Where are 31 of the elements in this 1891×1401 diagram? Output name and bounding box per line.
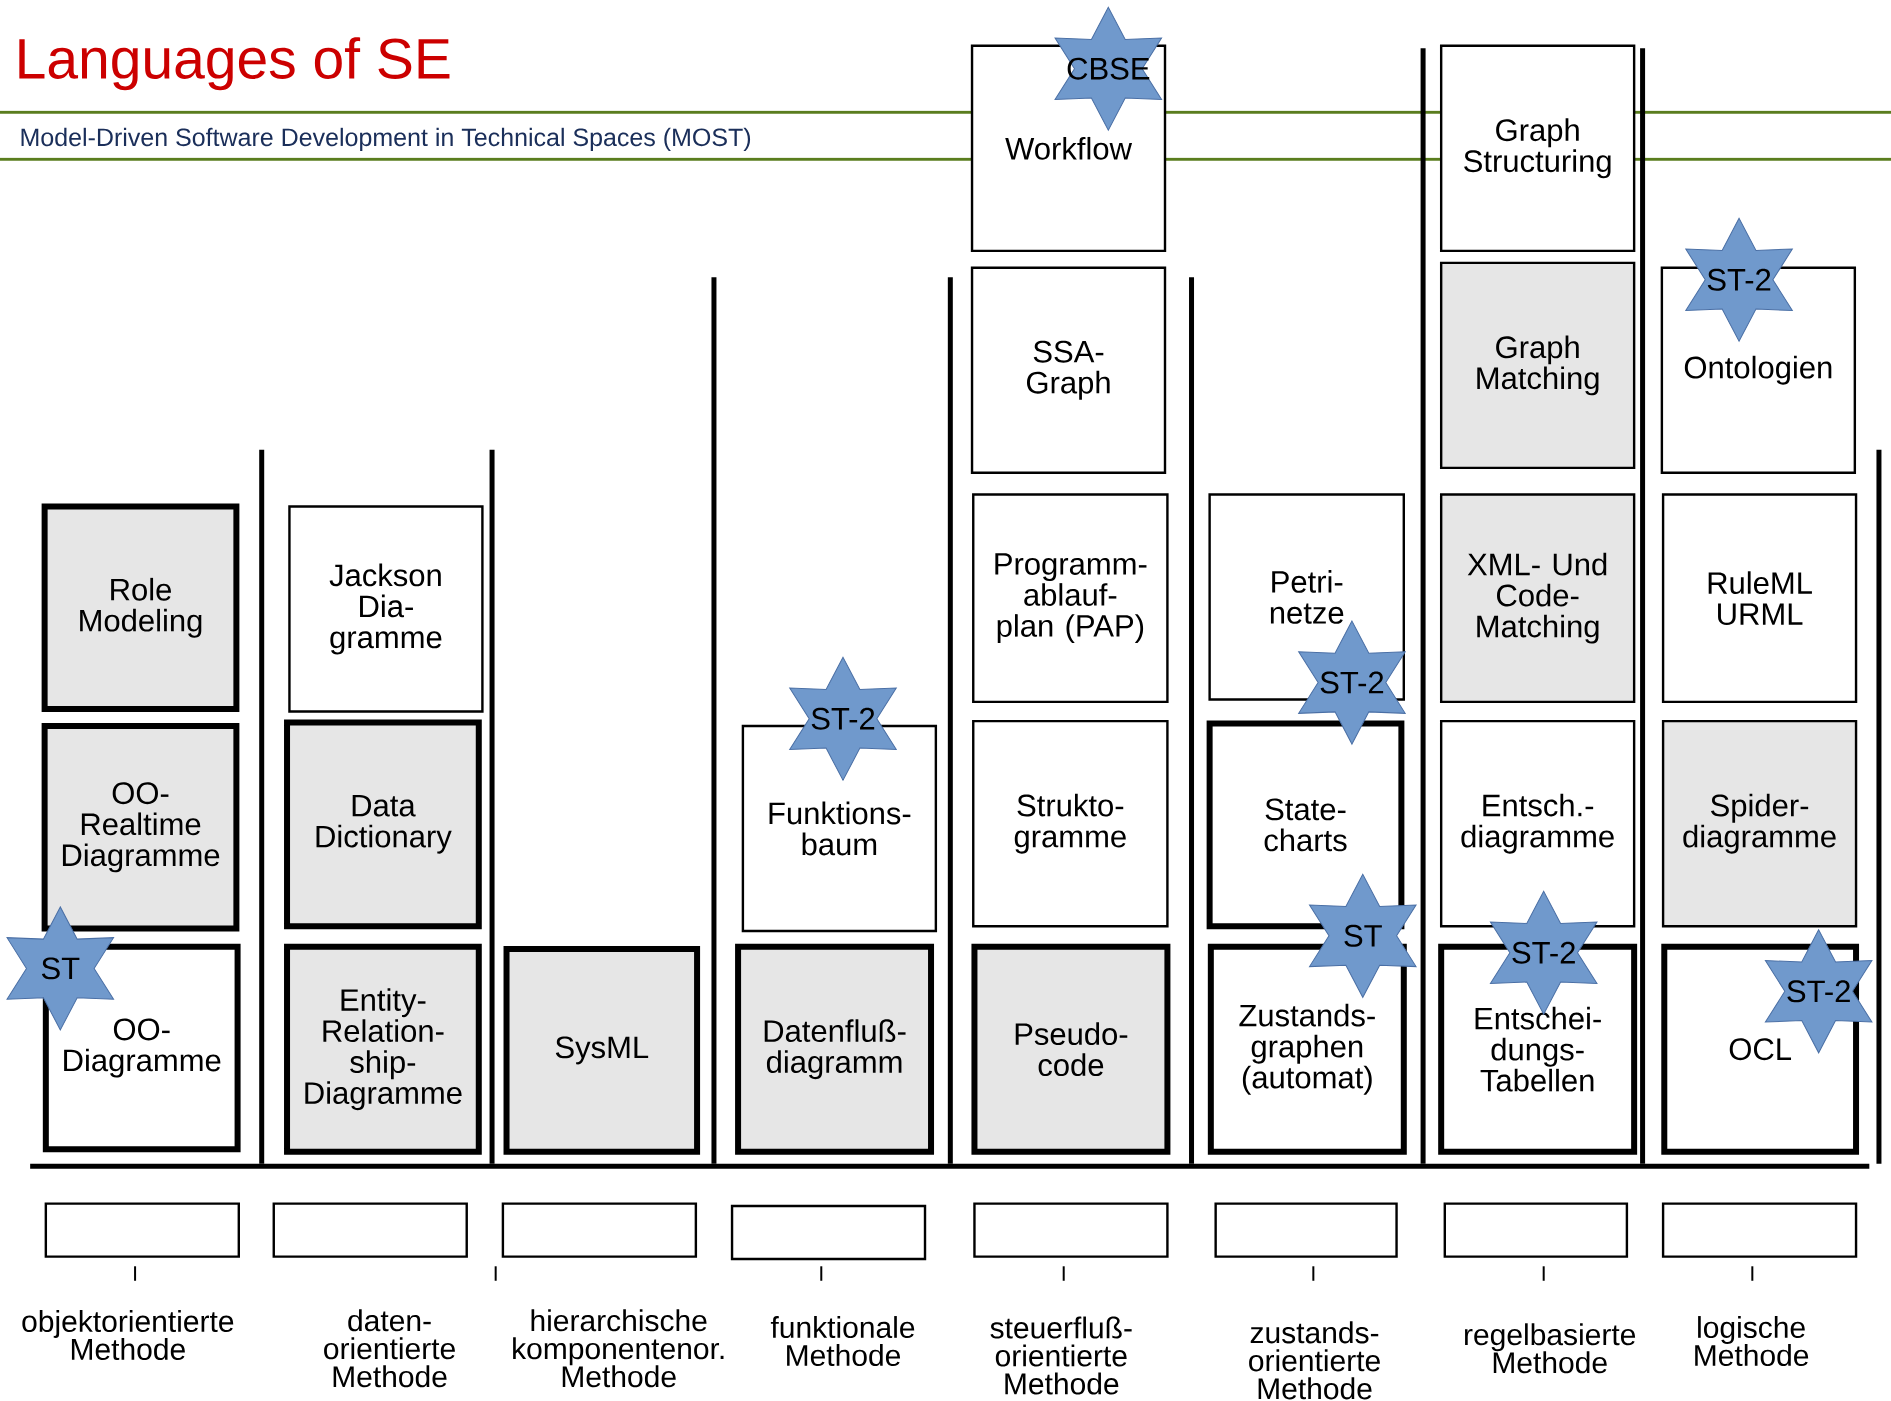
diagram-box: XML- Und Code- Matching bbox=[1439, 493, 1636, 704]
diagram-box: Entity- Relation- ship- Diagramme bbox=[284, 943, 482, 1155]
star-badge: ST-2 bbox=[789, 656, 897, 781]
diagram-box: OO- Realtime Diagramme bbox=[41, 723, 240, 932]
diagram-box: Entsch.- diagramme bbox=[1439, 719, 1636, 928]
diagram-box: Data Dictionary bbox=[284, 719, 482, 930]
diagram-box: Datenfluß- diagramm bbox=[735, 943, 935, 1155]
diagram-box: Programm- ablauf- plan (PAP) bbox=[972, 493, 1169, 704]
method-label: hierarchische komponentenor. Methode bbox=[513, 1309, 724, 1388]
diagram-box: Strukto- gramme bbox=[972, 719, 1169, 928]
diagram-box: SysML bbox=[503, 946, 701, 1155]
method-label: logische Methode bbox=[1695, 1316, 1809, 1367]
star-badge: ST bbox=[6, 906, 115, 1031]
diagram-box: Jackson Dia- gramme bbox=[288, 505, 484, 713]
subtitle: Model-Driven Software Development in Technical Spaces (MOST) bbox=[21, 127, 751, 152]
method-label: objektorientierte Methode bbox=[22, 1310, 234, 1361]
method-label: daten- orientierte Methode bbox=[324, 1309, 455, 1388]
method-label: steuerfluß- orientierte Methode bbox=[990, 1316, 1132, 1395]
diagram-box: Graph Matching bbox=[1439, 261, 1636, 470]
star-badge: ST bbox=[1309, 873, 1417, 998]
method-label: regelbasierte Methode bbox=[1465, 1323, 1636, 1374]
method-label: funktionale Methode bbox=[770, 1316, 915, 1367]
diagram-box: SSA- Graph bbox=[970, 266, 1167, 474]
diagram-box: RuleML URML bbox=[1661, 493, 1858, 704]
diagram-box: Pseudo- code bbox=[971, 943, 1171, 1155]
diagram-box: Role Modeling bbox=[41, 503, 240, 713]
diagram-box: Graph Structuring bbox=[1439, 44, 1636, 253]
diagram-box: Spider- diagramme bbox=[1661, 719, 1858, 928]
star-badge: ST-2 bbox=[1685, 217, 1793, 342]
title: Languages of SE bbox=[19, 37, 450, 91]
method-label: zustands- orientierte Methode bbox=[1249, 1321, 1380, 1400]
